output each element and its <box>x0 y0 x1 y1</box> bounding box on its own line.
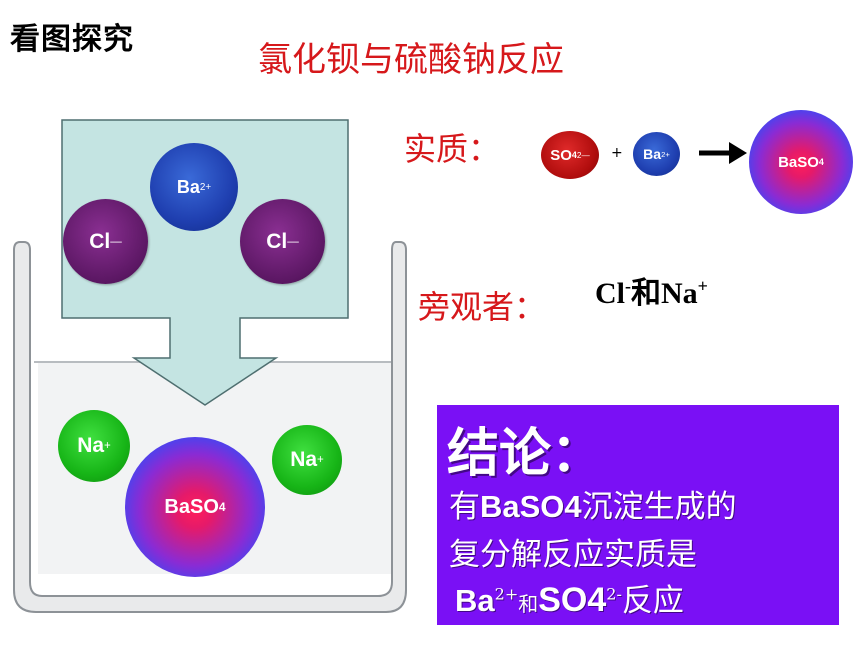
essence-label: 实质： <box>404 130 501 168</box>
plus-sign: + <box>611 145 623 161</box>
spectator-ions: Cl-和Na+ <box>595 276 708 311</box>
page-title: 氯化钡与硫酸钠反应 <box>258 40 564 80</box>
reactants-box-arrow <box>61 119 349 406</box>
sodium-ion-left: Na+ <box>58 410 130 482</box>
section-title: 看图探究 <box>10 22 134 57</box>
conclusion-line-2: 复分解反应实质是 <box>449 537 697 573</box>
chloride-ion-right: Cl— <box>240 199 325 284</box>
conclusion-line-3: Ba2+和SO42-反应 <box>455 581 684 619</box>
chloride-ion-left: Cl— <box>63 199 148 284</box>
reaction-arrow-icon <box>699 142 747 164</box>
conclusion-box: 结论： 有BaSO4沉淀生成的 复分解反应实质是 Ba2+和SO42-反应 <box>437 405 839 625</box>
conclusion-line-1: 有BaSO4沉淀生成的 <box>449 489 737 525</box>
sodium-ion-right: Na+ <box>272 425 342 495</box>
spectator-label: 旁观者： <box>418 288 547 326</box>
conclusion-heading: 结论： <box>447 424 604 484</box>
beaker-wall <box>13 241 407 613</box>
